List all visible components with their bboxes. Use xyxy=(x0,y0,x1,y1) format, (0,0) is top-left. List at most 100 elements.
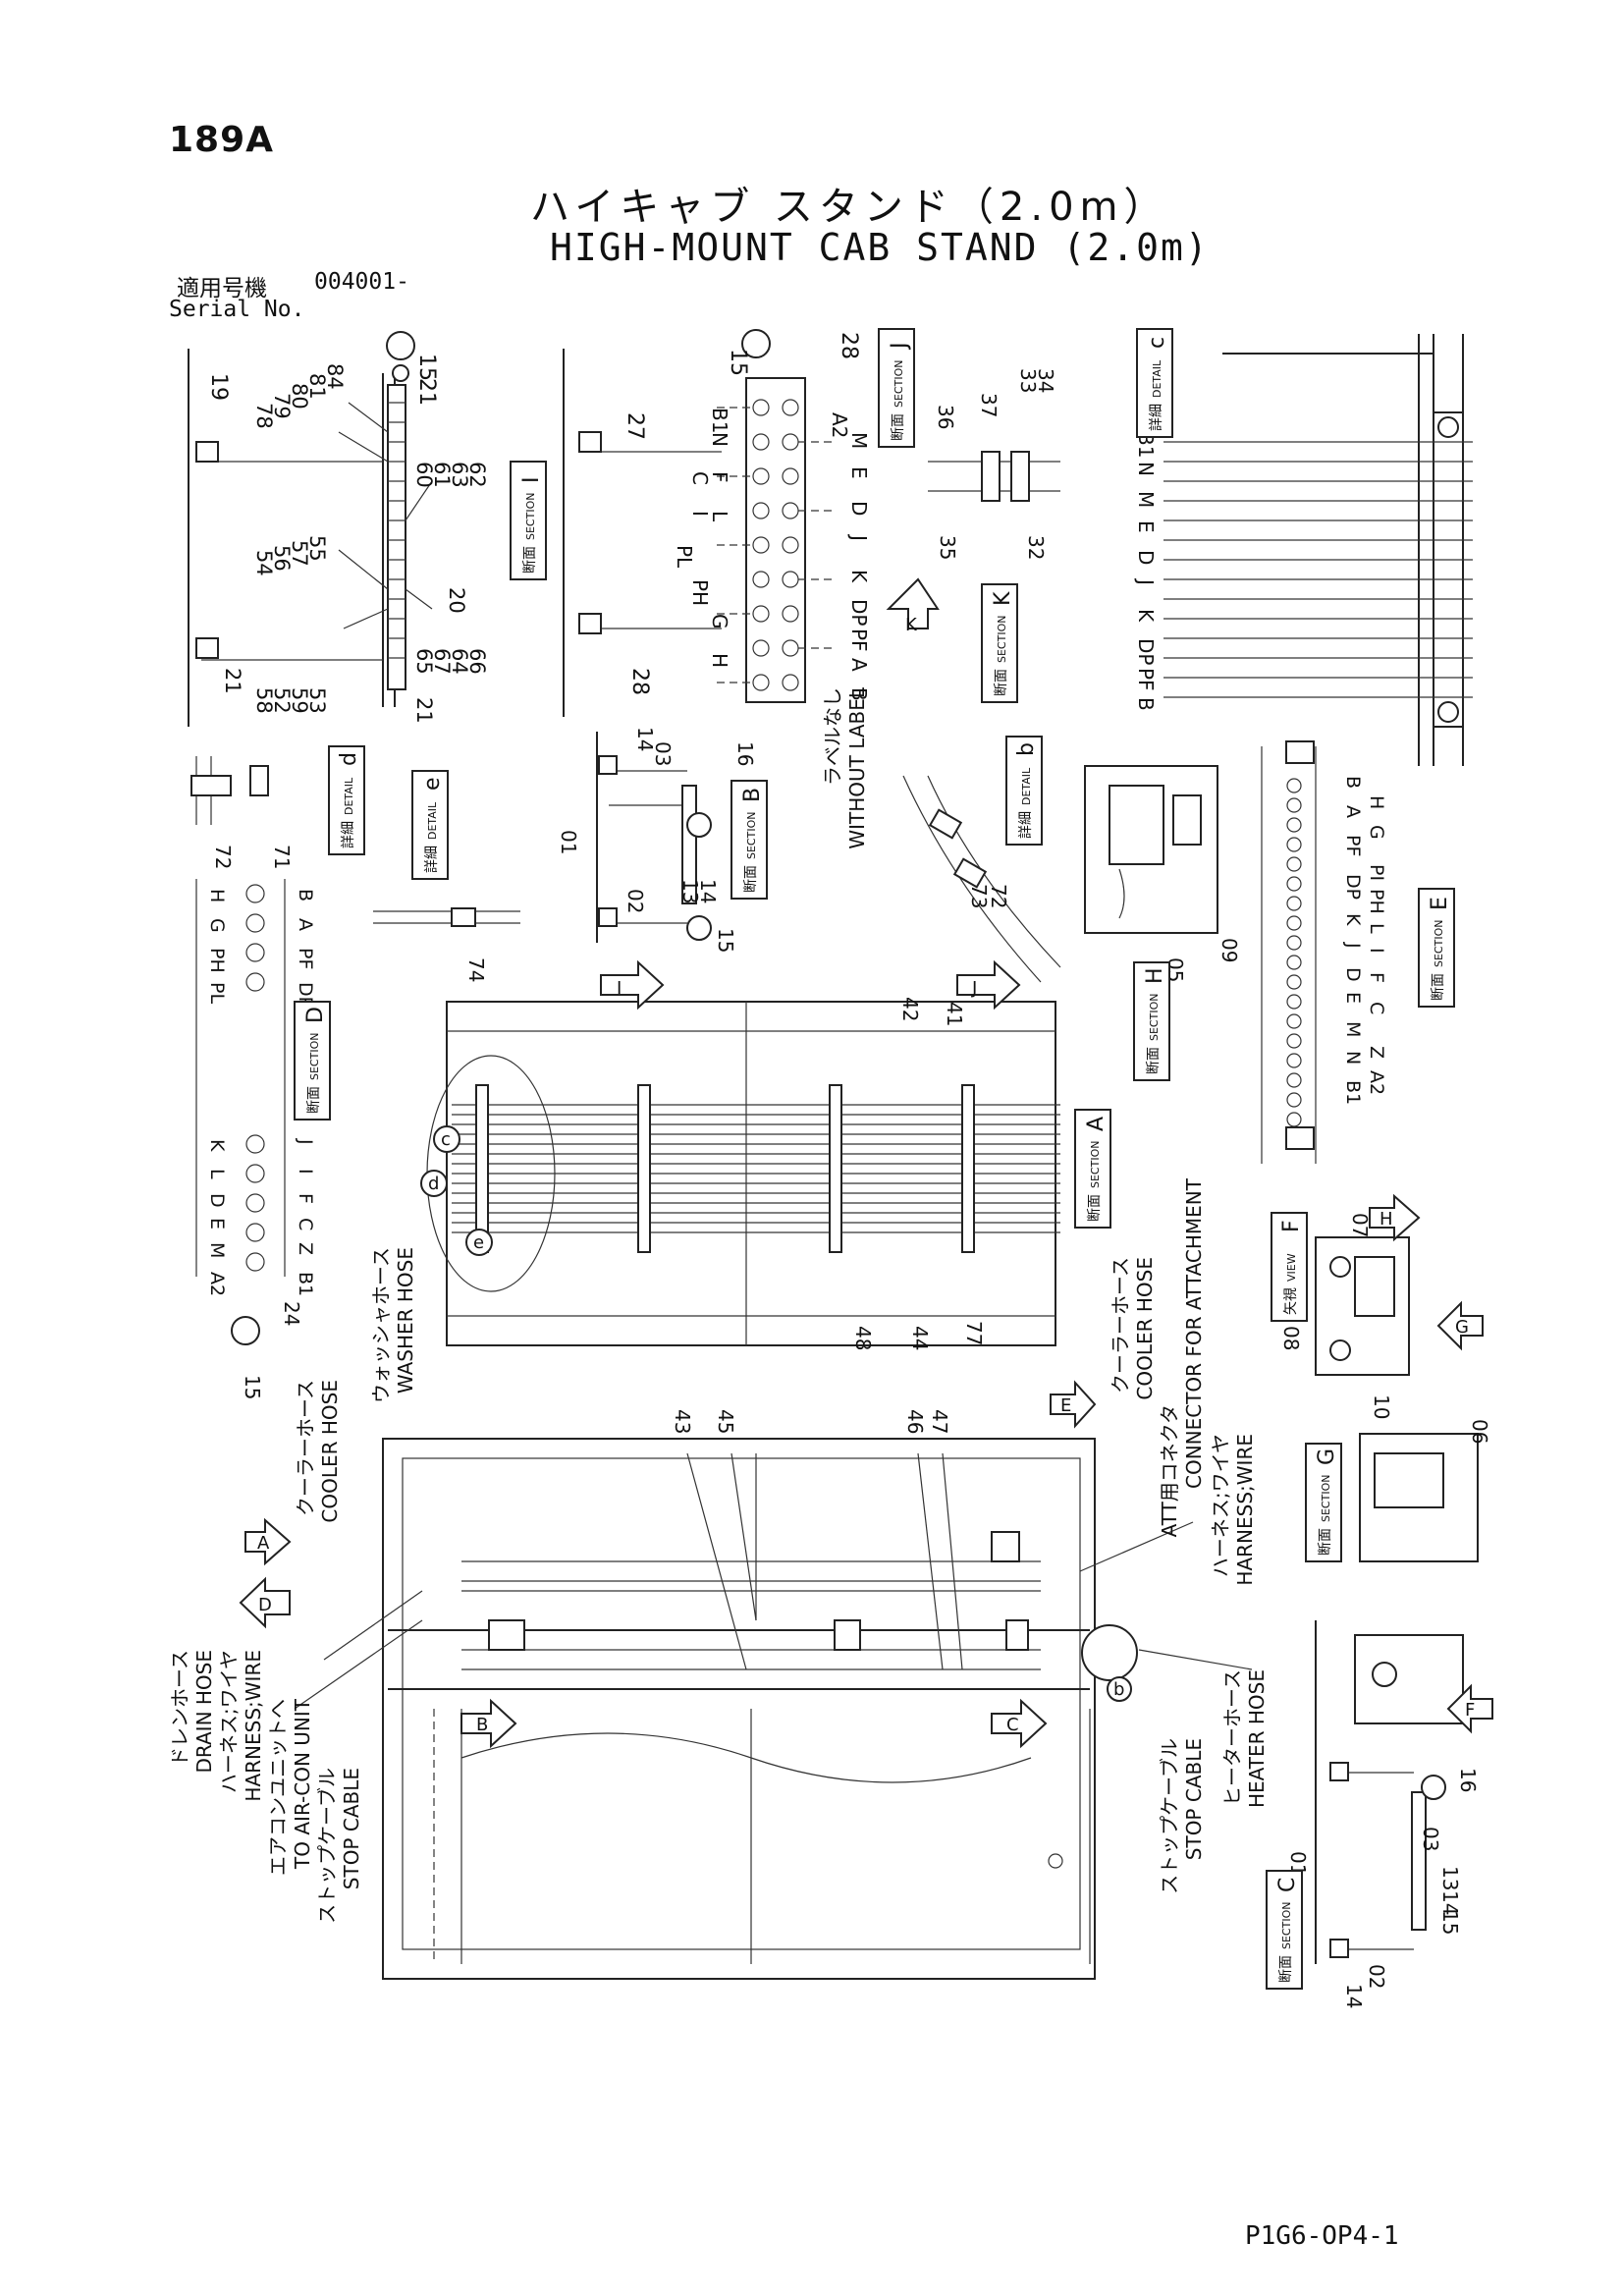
svg-text:ヒーターホース: ヒーターホース xyxy=(1220,1669,1244,1806)
svg-text:DETAIL: DETAIL xyxy=(1151,359,1163,398)
svg-text:詳細: 詳細 xyxy=(1149,404,1164,431)
svg-text:72: 72 xyxy=(211,845,235,869)
svg-text:46: 46 xyxy=(903,1409,927,1434)
svg-text:クーラーホース: クーラーホース xyxy=(1109,1257,1132,1394)
svg-text:15: 15 xyxy=(1438,1910,1462,1935)
svg-text:DRAIN HOSE: DRAIN HOSE xyxy=(192,1650,216,1774)
svg-text:34: 34 xyxy=(1034,368,1057,393)
section-tag-d: 断面 SECTION D xyxy=(294,1001,331,1121)
svg-text:72: 72 xyxy=(987,884,1010,908)
svg-text:D: D xyxy=(206,1193,228,1208)
svg-text:PF: PF xyxy=(1134,668,1158,691)
svg-text:ストップケーブル: ストップケーブル xyxy=(1158,1738,1181,1894)
svg-text:77: 77 xyxy=(962,1321,986,1345)
svg-text:E: E xyxy=(1428,897,1452,910)
svg-text:d: d xyxy=(337,752,361,766)
svg-text:d: d xyxy=(428,1174,439,1194)
svg-text:断面: 断面 xyxy=(1146,1047,1162,1074)
svg-text:PF: PF xyxy=(1342,835,1364,856)
svg-text:52: 52 xyxy=(270,687,294,714)
svg-text:43: 43 xyxy=(671,1409,694,1434)
label-cooler-hose-left: クーラーホース COOLER HOSE xyxy=(294,1380,342,1523)
label-to-aircon-unit: エアコンユニットへ TO AIR-CON UNIT xyxy=(266,1698,314,1876)
view-arrow-a: A xyxy=(244,1517,292,1566)
svg-text:A2: A2 xyxy=(206,1272,228,1296)
svg-text:J: J xyxy=(1342,942,1364,949)
svg-text:60: 60 xyxy=(412,462,436,488)
view-arrow-j-letter: J xyxy=(971,978,977,999)
svg-text:I: I xyxy=(1366,948,1387,954)
svg-text:32: 32 xyxy=(1024,535,1048,560)
svg-text:16: 16 xyxy=(1456,1768,1480,1792)
svg-text:15: 15 xyxy=(414,354,439,381)
svg-text:断面: 断面 xyxy=(1431,973,1446,1001)
label-drain-hose: ドレンホース DRAIN HOSE xyxy=(168,1650,216,1774)
svg-text:79: 79 xyxy=(270,393,294,419)
view-arrow-b: B xyxy=(460,1698,517,1749)
svg-text:COOLER HOSE: COOLER HOSE xyxy=(318,1380,342,1523)
svg-text:L: L xyxy=(708,511,731,522)
svg-text:E: E xyxy=(1342,992,1364,1004)
svg-text:59: 59 xyxy=(288,687,311,714)
svg-text:c: c xyxy=(441,1129,451,1150)
svg-text:27: 27 xyxy=(622,412,647,440)
svg-text:A: A xyxy=(1084,1117,1109,1131)
svg-text:I: I xyxy=(519,477,544,484)
svg-text:PF: PF xyxy=(847,629,871,652)
svg-text:H: H xyxy=(1143,967,1167,984)
svg-text:SECTION: SECTION xyxy=(1433,920,1445,967)
svg-text:詳細: 詳細 xyxy=(341,821,356,848)
svg-text:B: B xyxy=(1134,697,1158,711)
svg-text:K: K xyxy=(1134,609,1158,623)
section-tag-h: 断面 SECTION H xyxy=(1133,961,1170,1081)
svg-text:断面: 断面 xyxy=(1318,1528,1333,1556)
svg-text:SECTION: SECTION xyxy=(996,616,1008,663)
svg-text:66: 66 xyxy=(465,648,489,675)
svg-text:SECTION: SECTION xyxy=(524,493,537,540)
svg-text:HARNESS;WIRE: HARNESS;WIRE xyxy=(242,1650,265,1802)
svg-text:ラベルなし: ラベルなし xyxy=(821,687,844,786)
svg-text:N: N xyxy=(708,432,731,447)
svg-text:14: 14 xyxy=(696,879,720,903)
svg-text:M: M xyxy=(847,432,871,449)
svg-text:ウォッシャホース: ウォッシャホース xyxy=(369,1247,393,1403)
page-number: 189A xyxy=(169,120,275,160)
view-arrow-g-letter: G xyxy=(1455,1317,1469,1338)
svg-text:詳細: 詳細 xyxy=(424,846,440,873)
svg-text:H: H xyxy=(206,889,228,902)
svg-text:06: 06 xyxy=(1468,1419,1491,1444)
svg-text:61: 61 xyxy=(430,462,454,488)
svg-text:15: 15 xyxy=(714,928,737,953)
svg-text:CONNECTOR FOR ATTACHMENT: CONNECTOR FOR ATTACHMENT xyxy=(1182,1177,1206,1489)
svg-text:71: 71 xyxy=(270,845,294,869)
view-arrow-e: E xyxy=(1050,1380,1097,1429)
svg-text:N: N xyxy=(1342,1051,1364,1065)
svg-text:HARNESS;WIRE: HARNESS;WIRE xyxy=(1233,1434,1257,1586)
svg-text:15: 15 xyxy=(726,349,750,376)
svg-text:44: 44 xyxy=(908,1326,932,1350)
svg-text:断面: 断面 xyxy=(743,865,759,893)
label-cooler-hose-right: クーラーホース COOLER HOSE xyxy=(1109,1257,1157,1400)
svg-text:B: B xyxy=(740,788,765,802)
svg-text:ハーネス;ワイヤ: ハーネス;ワイヤ xyxy=(217,1650,241,1793)
svg-text:断面: 断面 xyxy=(891,413,906,441)
svg-text:A2: A2 xyxy=(828,412,851,438)
svg-text:DETAIL: DETAIL xyxy=(1020,767,1033,805)
svg-text:41: 41 xyxy=(943,1002,966,1026)
view-arrow-a-letter: A xyxy=(257,1533,270,1554)
section-tag-i: 断面 SECTION I xyxy=(510,461,547,580)
section-c-drawing: 16 03 01 13 14 15 02 14 xyxy=(1286,1620,1480,2008)
svg-text:c: c xyxy=(1145,337,1169,349)
title-english: HIGH-MOUNT CAB STAND (2.0m) xyxy=(550,226,1210,269)
detail-tag-d: 詳細 DETAIL d xyxy=(328,745,365,855)
svg-text:A: A xyxy=(295,918,316,931)
svg-text:80: 80 xyxy=(288,383,311,410)
svg-text:クーラーホース: クーラーホース xyxy=(294,1380,317,1516)
svg-text:A: A xyxy=(847,658,871,672)
svg-text:H: H xyxy=(708,653,731,668)
svg-text:PL: PL xyxy=(673,545,696,569)
svg-text:矢視: 矢視 xyxy=(1283,1287,1299,1315)
view-arrow-h-letter: H xyxy=(1380,1209,1393,1230)
view-arrow-i: I xyxy=(600,959,665,1011)
